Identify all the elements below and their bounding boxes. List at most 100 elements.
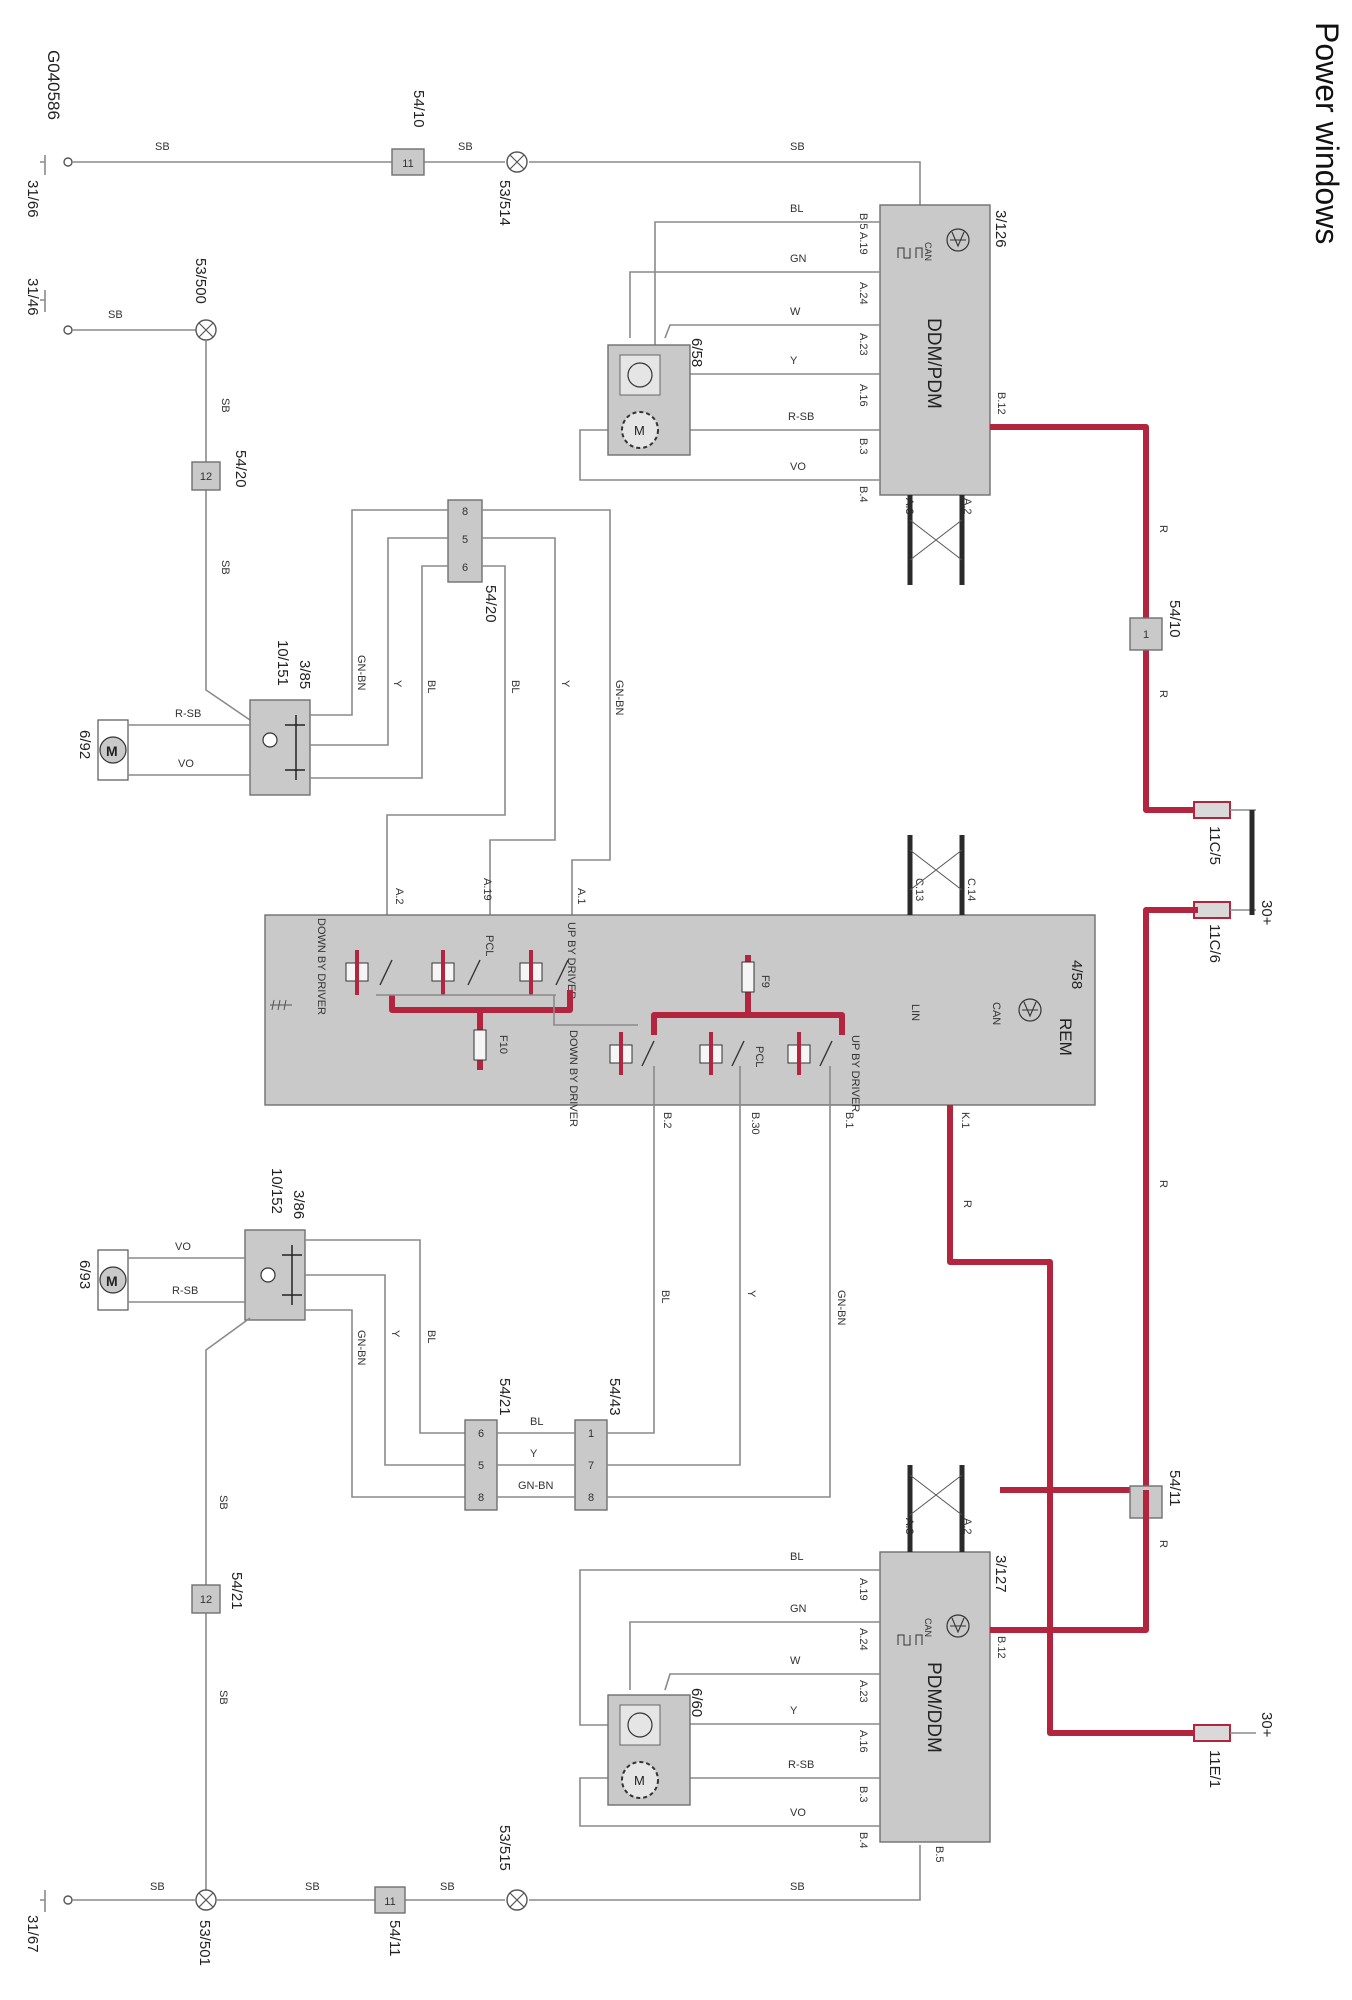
svg-text:Y: Y (790, 1705, 798, 1717)
svg-text:LIN: LIN (909, 1004, 921, 1021)
svg-text:B.30: B.30 (749, 1112, 761, 1135)
rem-relays (345, 950, 833, 1075)
svg-text:11: 11 (402, 158, 413, 170)
svg-text:SB: SB (217, 1495, 229, 1510)
svg-text:B.4: B.4 (857, 486, 869, 503)
svg-text:REM: REM (1056, 1018, 1075, 1056)
svg-text:54/10: 54/10 (1166, 600, 1183, 638)
svg-text:R: R (1157, 525, 1169, 533)
svg-text:53/500: 53/500 (192, 258, 209, 304)
diagram-title: Power windows (1309, 22, 1345, 244)
svg-text:R-SB: R-SB (788, 1759, 814, 1771)
splice-53-501: 53/501 (195, 1889, 217, 1966)
supply-30-1: 30+ (1258, 900, 1275, 926)
svg-text:B.5: B.5 (933, 1846, 945, 1863)
can-icon: CAN LIN (909, 998, 1042, 1025)
splice-53-514: 53/514 (496, 151, 528, 226)
svg-text:A.16: A.16 (857, 384, 869, 407)
svg-text:10/151: 10/151 (274, 640, 291, 686)
svg-text:VO: VO (178, 758, 194, 770)
svg-text:B.1: B.1 (843, 1112, 855, 1129)
svg-text:31/67: 31/67 (24, 1915, 41, 1953)
svg-text:B.12: B.12 (995, 392, 1007, 415)
svg-text:12: 12 (200, 1594, 212, 1606)
svg-text:B.2: B.2 (661, 1112, 673, 1129)
svg-text:M: M (634, 423, 645, 438)
fuse-11e1: 11E/1 30+ (1193, 1712, 1275, 1788)
svg-text:A.19: A.19 (857, 1578, 869, 1601)
switch-3-86[interactable]: 3/86 10/152 (244, 1168, 307, 1321)
svg-text:53/501: 53/501 (196, 1920, 213, 1966)
svg-text:SB: SB (150, 1881, 165, 1893)
svg-text:B.3: B.3 (857, 1786, 869, 1803)
svg-text:B.12: B.12 (995, 1636, 1007, 1659)
svg-text:8: 8 (462, 506, 468, 518)
svg-text:1: 1 (588, 1428, 594, 1440)
svg-text:A.1: A.1 (575, 888, 587, 905)
svg-text:11: 11 (384, 1896, 395, 1908)
svg-text:53/515: 53/515 (496, 1825, 513, 1871)
svg-text:12: 12 (200, 471, 212, 483)
svg-text:8: 8 (588, 1492, 594, 1504)
svg-text:R: R (1157, 1180, 1169, 1188)
svg-text:A.2: A.2 (393, 888, 405, 905)
svg-text:R: R (1157, 690, 1169, 698)
svg-text:R: R (961, 1200, 973, 1208)
connector-54-11-sb: 11 54/11 (374, 1886, 406, 1956)
motor-6-58: M 6/58 (607, 338, 705, 456)
connector-54-43: 1 7 8 54/43 (574, 1378, 623, 1511)
svg-text:CAN: CAN (923, 242, 933, 261)
svg-text:30+: 30+ (1258, 1712, 1275, 1738)
power-wire-r-k1 (947, 1105, 1198, 1736)
svg-text:UP BY DRIVER: UP BY DRIVER (565, 922, 577, 999)
svg-text:11E/1: 11E/1 (1206, 1750, 1223, 1788)
svg-text:54/43: 54/43 (606, 1378, 623, 1416)
svg-text:A.23: A.23 (857, 1680, 869, 1703)
svg-text:SB: SB (790, 141, 805, 153)
svg-text:A.19: A.19 (857, 232, 869, 255)
svg-text:CAN: CAN (990, 1002, 1002, 1025)
svg-text:54/20: 54/20 (482, 585, 499, 623)
svg-text:M: M (106, 1273, 118, 1289)
svg-text:PDM/DDM: PDM/DDM (923, 1662, 944, 1753)
module-pdm-ddm: PDM/DDM 3/127 CAN A.3 A.2 A.19 A.24 A.23… (857, 1518, 1009, 1863)
svg-text:31/66: 31/66 (24, 180, 41, 218)
svg-text:SB: SB (219, 398, 231, 413)
svg-text:53/514: 53/514 (496, 180, 513, 226)
svg-text:BL: BL (790, 1551, 803, 1563)
connector-54-20-sb: 12 54/20 (191, 450, 249, 491)
svg-text:A.23: A.23 (857, 333, 869, 356)
svg-text:DOWN BY DRIVER: DOWN BY DRIVER (315, 918, 327, 1015)
svg-text:F9: F9 (759, 975, 771, 988)
switch-3-85[interactable]: 3/85 10/151 (249, 640, 313, 796)
connector-54-10-sb: 11 54/10 (391, 90, 427, 176)
motor-6-92: M 6/92 (76, 719, 129, 781)
svg-text:GN-BN: GN-BN (518, 1480, 554, 1492)
svg-text:VO: VO (790, 461, 806, 473)
svg-text:Y: Y (745, 1290, 757, 1298)
svg-text:PCL: PCL (483, 935, 495, 956)
svg-text:VO: VO (790, 1807, 806, 1819)
svg-text:SB: SB (305, 1881, 320, 1893)
svg-text:DDM/PDM: DDM/PDM (923, 318, 944, 409)
svg-text:5: 5 (462, 534, 468, 546)
can-icon: CAN (897, 228, 970, 261)
svg-text:BL: BL (530, 1416, 543, 1428)
svg-text:54/11: 54/11 (386, 1920, 403, 1956)
svg-text:F10: F10 (497, 1035, 509, 1054)
svg-text:8: 8 (478, 1492, 484, 1504)
svg-text:CAN: CAN (923, 1618, 933, 1637)
svg-text:SB: SB (217, 1690, 229, 1705)
splice-53-515: 53/515 (496, 1825, 528, 1911)
svg-text:6/92: 6/92 (76, 730, 93, 759)
svg-text:PCL: PCL (753, 1046, 765, 1067)
svg-text:R-SB: R-SB (175, 708, 201, 720)
svg-text:A.24: A.24 (857, 1628, 869, 1651)
svg-text:54/21: 54/21 (496, 1378, 513, 1416)
svg-text:GN-BN: GN-BN (613, 680, 625, 716)
svg-text:BL: BL (425, 1330, 437, 1343)
power-wire-r-b12 (990, 1490, 1149, 1633)
svg-text:BL: BL (790, 203, 803, 215)
connector-54-20: 8 5 6 54/20 (447, 499, 499, 623)
svg-text:SB: SB (219, 560, 231, 575)
